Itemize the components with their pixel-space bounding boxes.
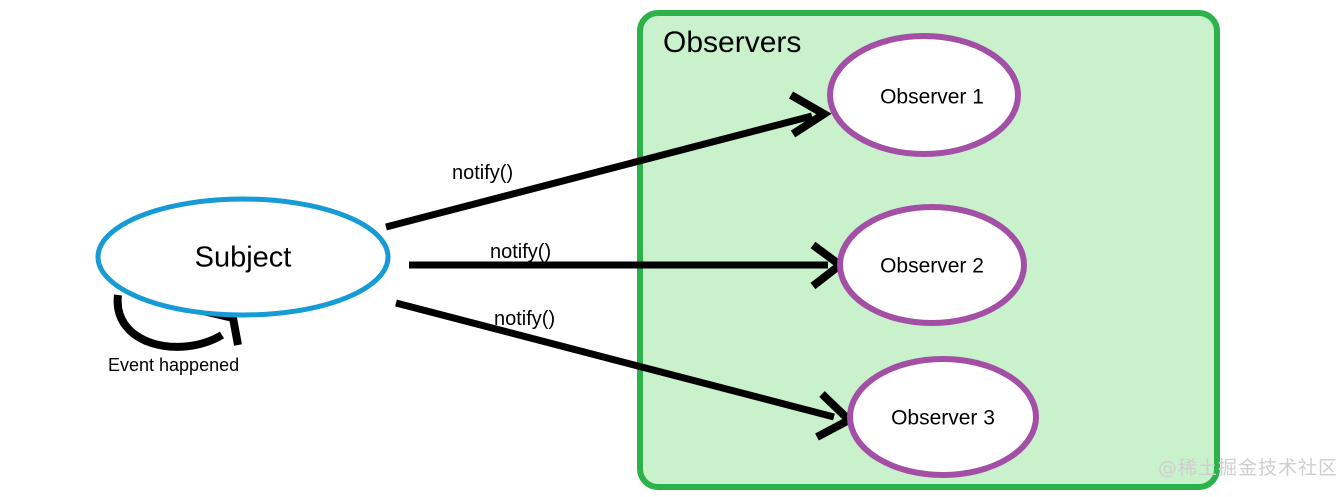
observer-3-node[interactable] xyxy=(847,356,1039,478)
observers-group-title: Observers xyxy=(663,26,801,59)
notify-arrow-1 xyxy=(385,91,832,231)
observer-2-node[interactable] xyxy=(837,204,1027,326)
watermark-label: @稀土掘金技术社区 xyxy=(1158,457,1338,479)
subject-node-label: Subject xyxy=(195,242,292,274)
notify-label-3: notify() xyxy=(494,308,555,330)
event-happened-label: Event happened xyxy=(108,355,239,375)
observer-1-node-label: Observer 1 xyxy=(880,86,984,109)
observer-1-node[interactable] xyxy=(827,33,1021,157)
subject-node[interactable] xyxy=(95,196,391,318)
notify-label-2: notify() xyxy=(490,241,551,263)
observer-2-node-label: Observer 2 xyxy=(880,255,984,278)
observer-3-node-label: Observer 3 xyxy=(891,407,995,430)
notify-label-1: notify() xyxy=(452,162,513,184)
